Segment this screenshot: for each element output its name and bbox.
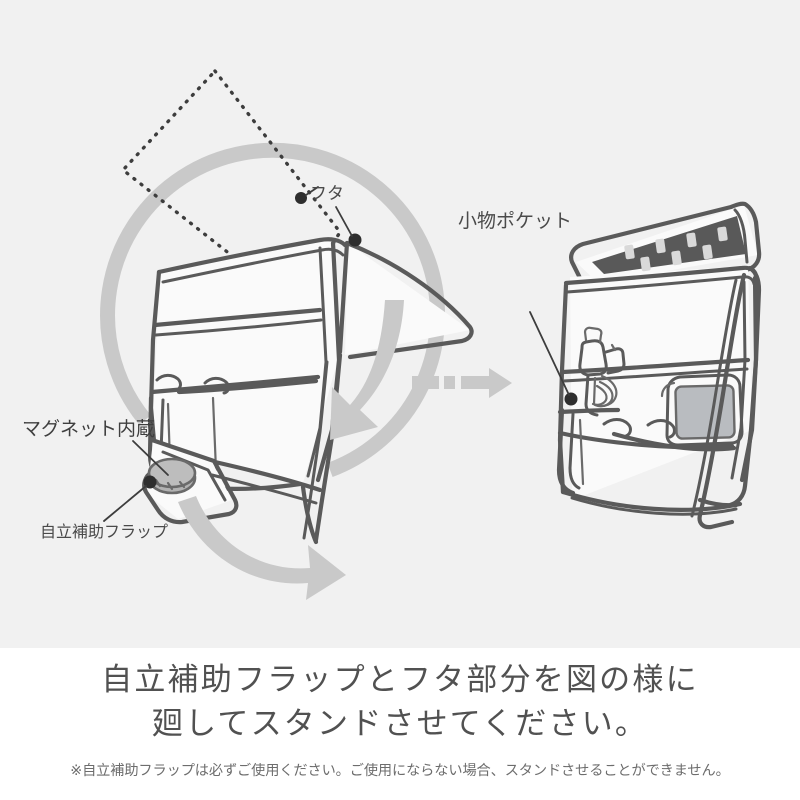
- callout-dot-futa-hinge: [348, 233, 362, 247]
- rotation-arrow-lower: [178, 496, 346, 600]
- flap-dot-pattern: [624, 226, 728, 272]
- callout-dot-futa-open: [295, 192, 307, 204]
- caption-headline-line-2: 廻してスタンドさせてください。: [151, 706, 649, 742]
- caption-headline-line-1: 自立補助フラップとフタ部分を図の様に: [101, 662, 699, 697]
- bag-standing-instruction-diagram: .ink { fill:none; stroke:#5a5a5a; stroke…: [100, 68, 762, 600]
- caption-panel: 自立補助フラップとフタ部分を図の様に 廻してスタンドさせてください。 ※自立補助…: [0, 648, 800, 800]
- cables-and-charger: [578, 326, 626, 417]
- rotation-arrow-upper: [330, 300, 404, 440]
- illustration-panel: .ink { fill:none; stroke:#5a5a5a; stroke…: [0, 0, 800, 648]
- callout-leaders: [103, 186, 578, 522]
- kickstand-leg: [690, 265, 762, 530]
- callout-dot-standing-flap: [143, 475, 157, 489]
- bag-rotating-figure: [142, 237, 474, 545]
- callout-label-komono-pocket: 小物ポケット: [458, 211, 573, 232]
- callout-label-futa: フタ: [310, 184, 344, 203]
- self-standing-flap: [142, 437, 323, 525]
- caption-headline: 自立補助フラップとフタ部分を図の様に 廻してスタンドさせてください。: [0, 658, 800, 746]
- transition-arrow: [412, 368, 512, 398]
- callout-label-magnet: マグネット内蔵: [22, 419, 156, 440]
- callout-label-standing-flap: 自立補助フラップ: [40, 524, 169, 541]
- bag-standing-figure: [556, 201, 762, 530]
- callout-dot-komono: [564, 392, 578, 406]
- rotation-circle-arc: [100, 142, 446, 478]
- magnet-disc: [147, 457, 197, 495]
- caption-note: ※自立補助フラップは必ずご使用ください。ご使用にならない場合、スタンドさせること…: [70, 763, 730, 779]
